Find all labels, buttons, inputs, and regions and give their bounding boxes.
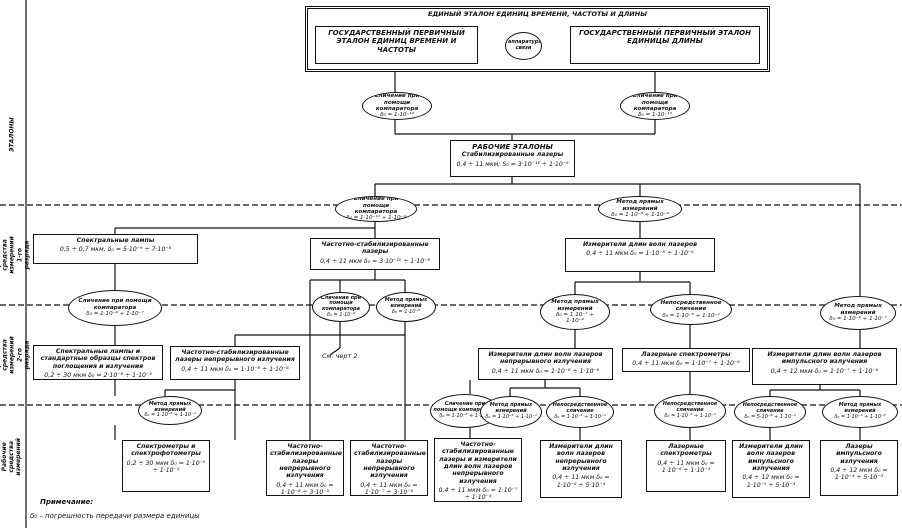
length-etalon: ГОСУДАРСТВЕННЫЙ ПЕРВИЧНЫЙ ЭТАЛОН ЕДИНИЦЫ…	[570, 26, 760, 64]
laser-spectrometers-work: Лазерные спектрометры 0,4 ÷ 11 мкм δ₀ = …	[646, 440, 726, 492]
wavelength-meters-r1: Измерители длин волн лазеров 0,4 ÷ 11 мк…	[565, 238, 715, 272]
communication-equipment: аппаратура связи	[505, 32, 542, 60]
see-drawing-2: См. черт 2	[322, 352, 358, 360]
time-frequency-etalon: ГОСУДАРСТВЕННЫЙ ПЕРВИЧНЫЙ ЭТАЛОН ЕДИНИЦ …	[315, 26, 478, 64]
row-label-etalons: ЭТАЛОНЫ	[8, 117, 16, 153]
row-label-working: Рабочие средства измерений	[1, 438, 23, 476]
stab-lasers-meters-work: Частотно-стабилизированные лазеры и изме…	[434, 438, 522, 502]
working-etalons: РАБОЧИЕ ЭТАЛОНЫ Стабилизированные лазеры…	[450, 140, 575, 177]
spectral-lamps-r2: Спектральные лампы и стандартные образцы…	[33, 345, 163, 380]
row-label-rank2: Образцовые средства измерений 2-го разря…	[0, 334, 30, 377]
wavelength-meters-pulse-r2: Измерители длин волн лазеров импульсного…	[752, 348, 897, 385]
stab-lasers-r1: Частотно-стабилизированные лазеры 0,4 ÷ …	[310, 238, 440, 270]
wavelength-meters-cont-r2: Измерители длин волн лазеров непрерывног…	[478, 348, 613, 380]
stab-lasers-work-1: Частотно-стабилизированные лазеры непрер…	[266, 440, 344, 496]
row-label-rank1: Образцовые средства измерений 1-го разря…	[0, 234, 30, 277]
wavelength-meters-work: Измерители длин волн лазеров непрерывног…	[540, 440, 622, 498]
stab-lasers-r2: Частотно-стабилизированные лазеры непрер…	[170, 346, 300, 380]
spectral-lamps-r1: Спектральные лампы 0,5 ÷ 0,7 мкм, δ₀ = 5…	[33, 234, 198, 264]
note-text: δ₀ – погрешность передачи размера единиц…	[30, 512, 200, 520]
pulse-lasers-work: Лазеры импульсного излучения 0,4 ÷ 12 мк…	[820, 440, 898, 496]
wavelength-meters-pulse-work: Измерители длин волн лазеров импульсного…	[732, 440, 810, 498]
stab-lasers-work-2: Частотно-стабилизированные лазеры непрер…	[350, 440, 428, 496]
laser-spectrometers-r2: Лазерные спектрометры 0,4 ÷ 11 мкм δ₀ = …	[622, 348, 750, 372]
note-title: Примечание:	[40, 498, 94, 506]
spectrometers-work: Спектрометры и спектрофотометры 0,2 ÷ 30…	[122, 440, 210, 492]
